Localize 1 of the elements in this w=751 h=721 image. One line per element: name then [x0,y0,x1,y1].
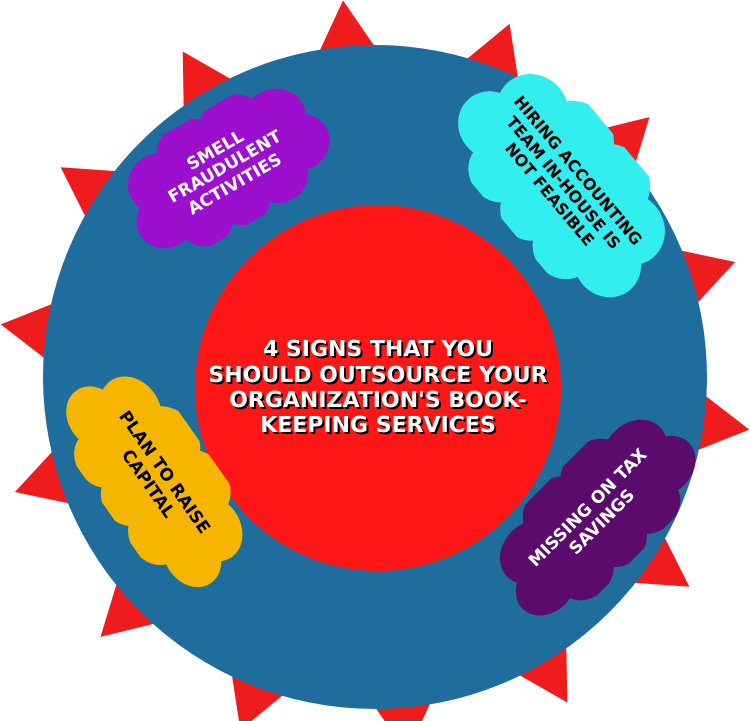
heading-text: 4 SIGNS THAT YOU SHOULD OUTSOURCE YOUR ORGANIZATION'S BOOK-KEEPING SERVICES [208,337,548,439]
